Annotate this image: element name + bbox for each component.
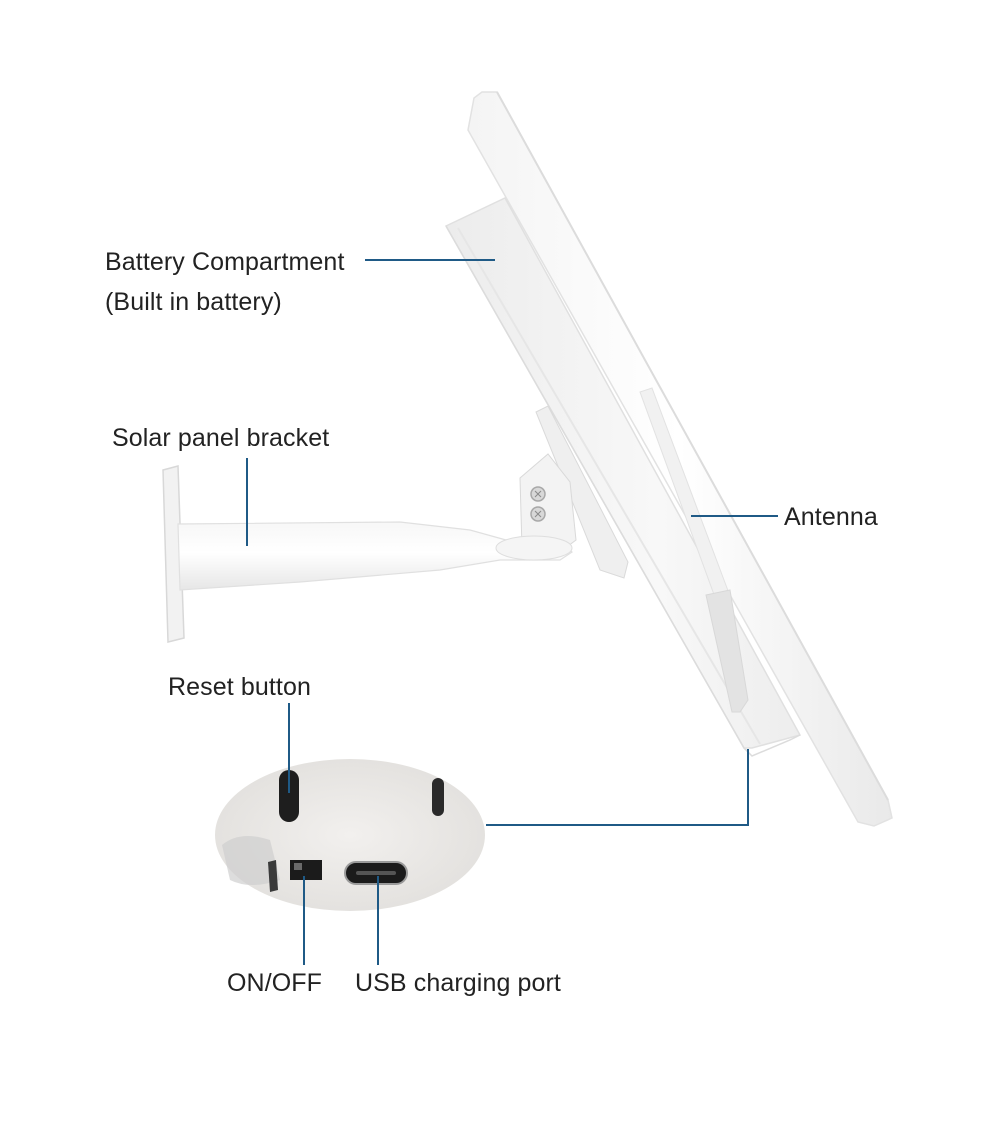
- hinge-plate: [519, 405, 629, 579]
- closeup-callout-line: [486, 749, 749, 826]
- reset-button-slot: [279, 770, 299, 822]
- battery-compartment-label: Battery Compartment: [105, 248, 345, 276]
- side-slot: [432, 778, 444, 816]
- callout-lines: [246, 259, 778, 965]
- solar-panel-plate: [467, 91, 893, 827]
- solar-panel-bracket-label: Solar panel bracket: [112, 424, 330, 452]
- battery-compartment-sublabel: (Built in battery): [105, 288, 282, 316]
- reset-button-label: Reset button: [168, 673, 311, 701]
- battery-compartment-box: [444, 197, 802, 757]
- usb-charging-port-label: USB charging port: [355, 969, 561, 997]
- antenna-label: Antenna: [784, 503, 878, 531]
- antenna-shape: [639, 387, 749, 713]
- wall-bracket: [162, 465, 573, 643]
- closeup-oval: [215, 759, 485, 911]
- on-off-label: ON/OFF: [227, 969, 323, 997]
